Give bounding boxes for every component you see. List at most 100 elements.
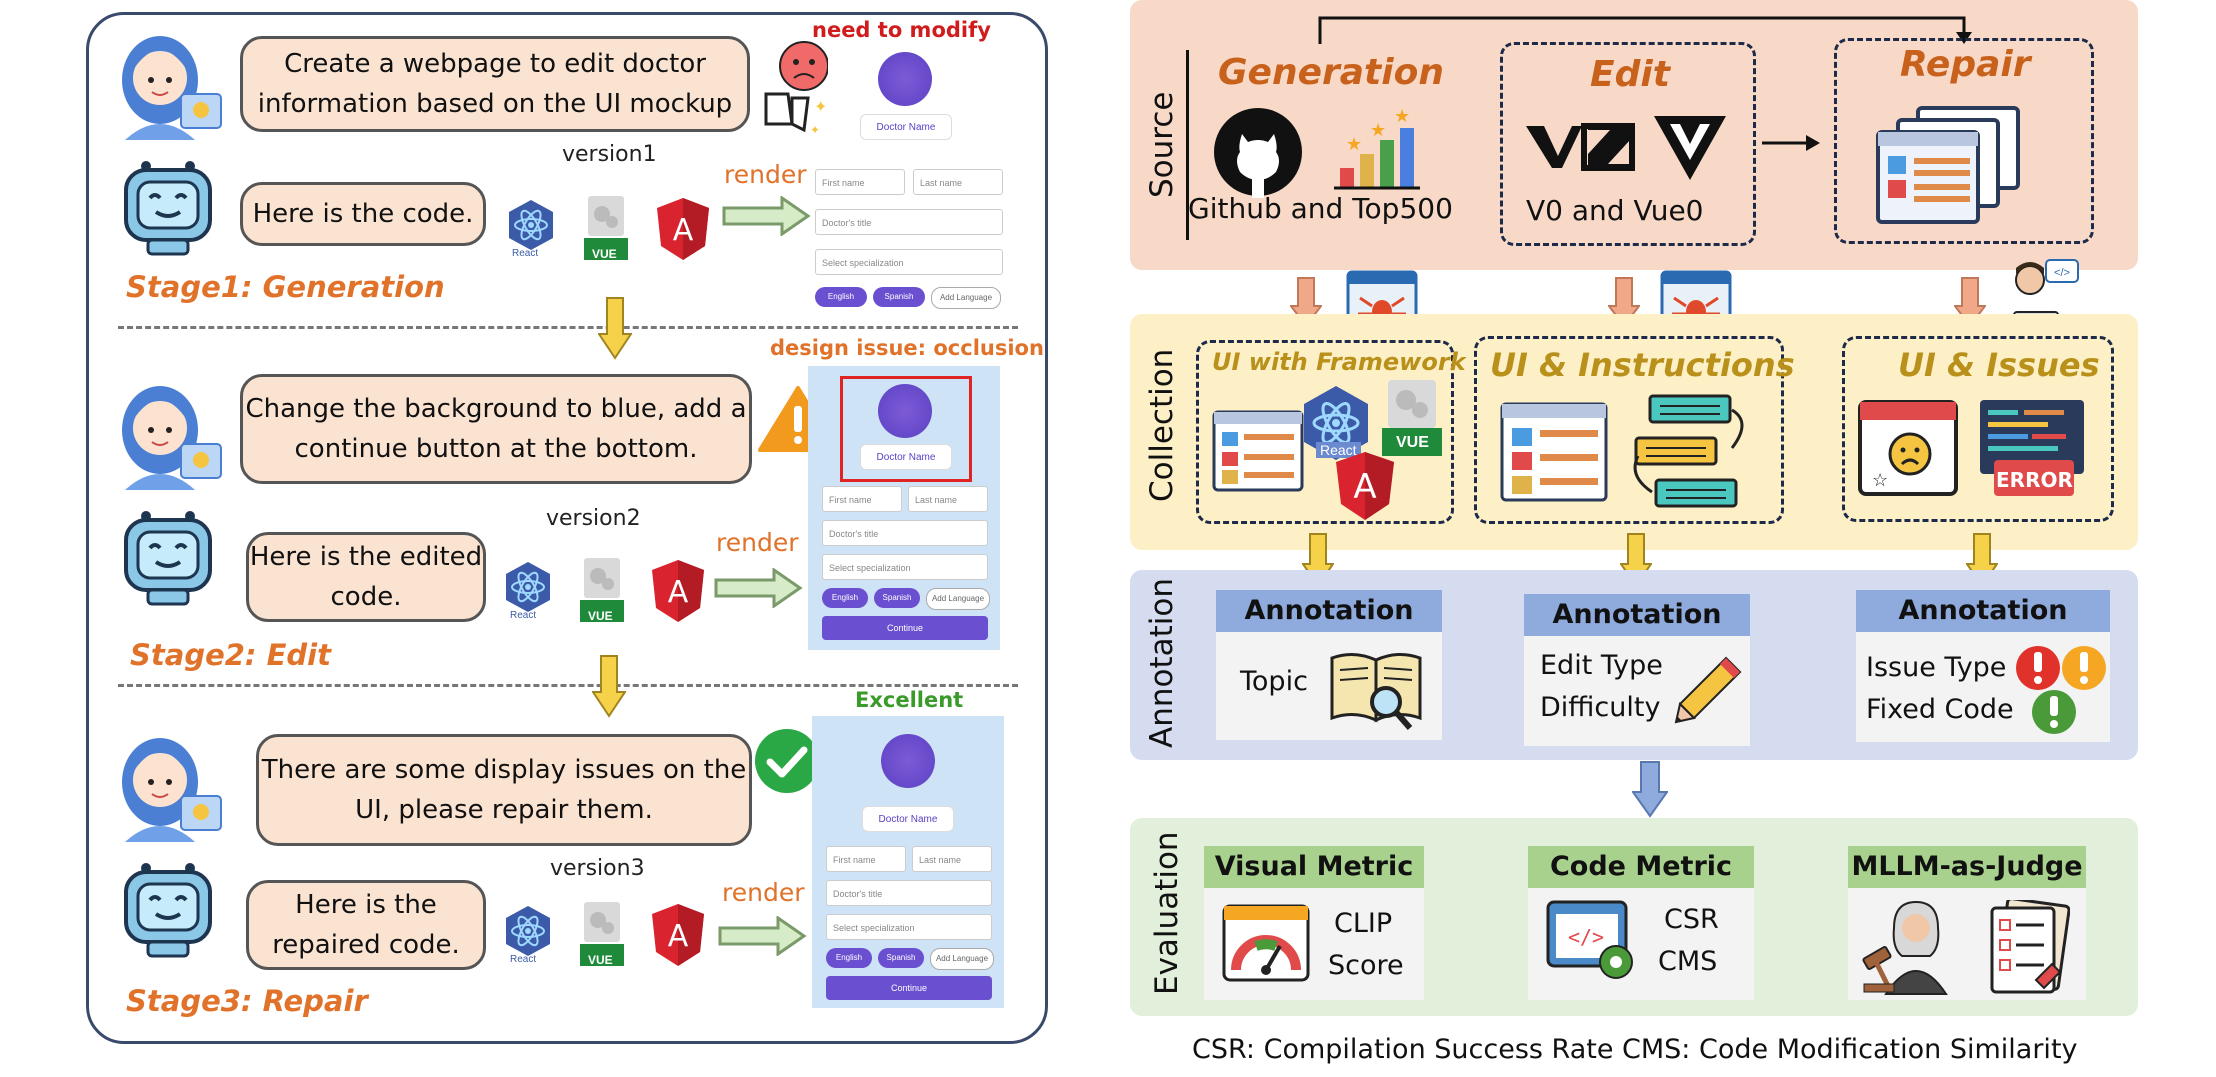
robot-icon	[124, 863, 212, 958]
specialization-select: Select specialization	[815, 249, 1003, 275]
visual-metric-head: Visual Metric	[1204, 846, 1424, 888]
mockup-avatar	[878, 384, 932, 438]
vue-label: VUE	[588, 953, 613, 967]
generation-subtitle: Github and Top500	[1188, 192, 1453, 225]
cms-label: CMS	[1658, 946, 1718, 977]
clip-label: CLIP	[1334, 908, 1393, 939]
annotation-difficulty: Difficulty	[1540, 692, 1661, 723]
vue0-logo-icon	[1654, 116, 1726, 180]
svg-text:★: ★	[1370, 120, 1386, 140]
stage-2-label: Stage2: Edit	[130, 638, 331, 672]
user-avatar-icon	[122, 386, 222, 490]
lang-pill-2: Spanish	[873, 287, 925, 307]
lang-pill-2: Spanish	[874, 588, 920, 608]
add-language-pill: Add Language	[931, 287, 1001, 309]
judge-icon	[1862, 900, 1948, 995]
svg-text:☆: ☆	[1872, 470, 1888, 490]
book-magnifier-icon	[1330, 653, 1422, 730]
thumbs-down-sad-icon: ✦✦	[764, 41, 828, 137]
stage-divider-2	[118, 684, 1018, 687]
render-arrow-icon	[722, 196, 811, 236]
render-label-1: render	[724, 160, 807, 189]
alert-badges-icon	[2016, 646, 2106, 734]
repair-source-box	[1834, 38, 2094, 244]
robot-icon	[124, 511, 212, 606]
specialization-select: Select specialization	[822, 554, 988, 580]
bot-message-3: Here is the repaired code.	[246, 880, 486, 970]
v0-logo-icon	[1526, 123, 1635, 171]
last-name-field: Last name	[912, 846, 992, 872]
user-avatar-icon	[122, 738, 222, 842]
generation-title: Generation	[1218, 52, 1444, 93]
down-arrow-icon	[598, 297, 632, 360]
vue-label: VUE	[588, 609, 613, 623]
add-language-pill: Add Language	[930, 948, 994, 970]
collection-box-issues	[1842, 336, 2114, 522]
checkmark-icon	[755, 729, 819, 793]
last-name-field: Last name	[913, 169, 1003, 195]
stage-divider-1	[118, 326, 1018, 329]
continue-button: Continue	[822, 616, 988, 640]
edit-subtitle: V0 and Vue0	[1526, 194, 1704, 227]
render-arrow-icon	[714, 568, 803, 608]
svg-text:A: A	[673, 213, 694, 248]
source-label: Source	[1144, 91, 1180, 198]
collection-label: Collection	[1144, 348, 1180, 502]
collection-box-instructions	[1474, 336, 1784, 524]
edit-title: Edit	[1590, 54, 1670, 95]
collection-box-framework	[1196, 340, 1454, 524]
note-excellent: Excellent	[855, 688, 964, 712]
down-arrow-icon	[1632, 761, 1668, 818]
mllm-judge-head: MLLM-as-Judge	[1848, 846, 2086, 888]
checklist-icon	[1990, 900, 2070, 994]
react-label: React	[512, 248, 539, 259]
react-icon	[506, 562, 550, 612]
footer-legend: CSR: Compilation Success Rate CMS: Code …	[1192, 1034, 2078, 1065]
browser-windows-icon	[1876, 106, 2020, 224]
gauge-dashboard-icon	[1222, 904, 1310, 982]
user-message-3-text: There are some display issues on the UI,…	[261, 755, 747, 825]
react-label: React	[510, 610, 537, 621]
error-label: ERROR	[1996, 468, 2073, 492]
doctor-title-field: Doctor's title	[826, 880, 992, 906]
render-label-3: render	[722, 878, 805, 907]
edit-to-repair-arrow	[1762, 135, 1820, 151]
annotation-head-3: Annotation	[1856, 590, 2110, 632]
react-label: React	[510, 954, 537, 965]
note-design-issue: design issue: occlusion	[770, 336, 1044, 360]
vue-icon	[584, 196, 628, 260]
mockup-form-1: First name Last name Doctor's title Sele…	[815, 165, 1005, 315]
svg-text:A: A	[1353, 467, 1376, 507]
code-metric-head: Code Metric	[1528, 846, 1754, 888]
bot-message-2: Here is the edited code.	[246, 532, 486, 622]
mockup-preview-1: Doctor Name	[858, 48, 954, 148]
svg-text:★: ★	[1394, 106, 1410, 126]
user-avatar-icon	[122, 36, 222, 140]
error-code-icon	[1980, 400, 2084, 496]
svg-text:A: A	[668, 575, 689, 610]
webpage-icon	[1212, 410, 1304, 492]
source-divider	[1186, 50, 1189, 240]
user-message-1: Create a webpage to edit doctor informat…	[240, 36, 750, 132]
first-name-field: First name	[815, 169, 905, 195]
angular-icon: A	[1336, 452, 1394, 520]
mockup-preview-3: Doctor Name First name Last name Doctor'…	[812, 716, 1004, 1008]
vue-label: VUE	[592, 247, 617, 261]
bot-message-1: Here is the code.	[240, 182, 486, 246]
mockup-avatar	[881, 734, 935, 788]
first-name-field: First name	[822, 486, 902, 512]
mockup-doctor-name: Doctor Name	[862, 806, 954, 832]
csr-label: CSR	[1664, 904, 1719, 935]
svg-text:★: ★	[1346, 134, 1362, 154]
bot-message-2-text: Here is the edited code.	[249, 542, 483, 612]
top-ranking-chart-icon: ★ ★ ★	[1334, 106, 1420, 190]
version-1-label: version1	[562, 142, 657, 167]
occlusion-highlight	[840, 376, 972, 482]
continue-button: Continue	[826, 976, 992, 1000]
user-message-2-text: Change the background to blue, add a con…	[245, 394, 747, 464]
angular-icon: A	[652, 904, 704, 966]
edit-source-box	[1500, 42, 1756, 246]
version-3-label: version3	[550, 856, 645, 881]
annotation-label: Annotation	[1144, 577, 1180, 748]
vue-icon	[580, 558, 624, 622]
